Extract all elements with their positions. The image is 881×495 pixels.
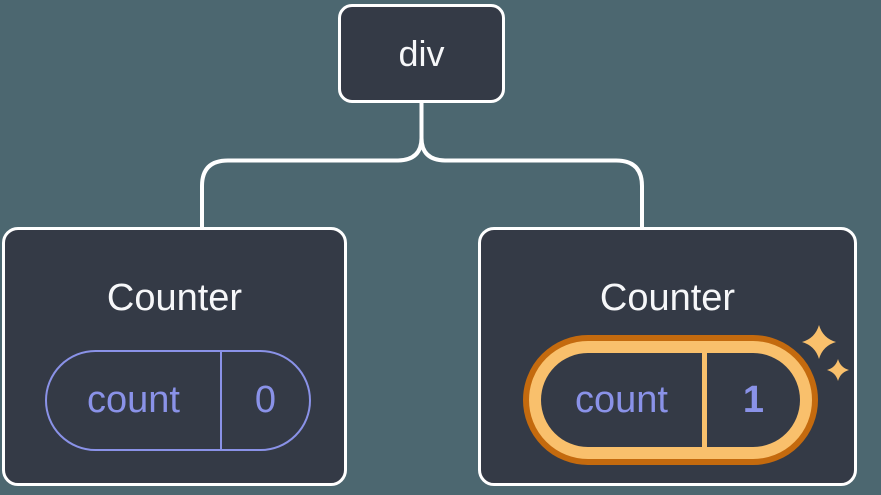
counter-card-right: Counter count 1 [478,227,857,486]
card-title: Counter [599,277,736,319]
pill-divider [702,353,707,447]
sparkles-icon [802,325,849,381]
root-node: div [338,4,505,103]
state-key-label: count [87,379,180,421]
card-title: Counter [106,277,243,319]
counter-card-left: Counter count 0 [2,227,347,486]
pill-divider [220,352,222,449]
sparkle-large-icon [802,325,836,359]
state-value: 1 [742,378,765,421]
sparkle-small-icon [827,359,849,381]
state-pill-highlighted: count 1 [541,353,800,447]
state-pill: count 0 [45,350,311,451]
root-node-label: div [398,32,445,74]
connector-left-branch [200,101,424,228]
state-value: 0 [254,379,277,421]
highlight-ring: count 1 [523,335,818,465]
connector-right-branch [419,101,644,228]
state-key-label: count [575,378,668,421]
